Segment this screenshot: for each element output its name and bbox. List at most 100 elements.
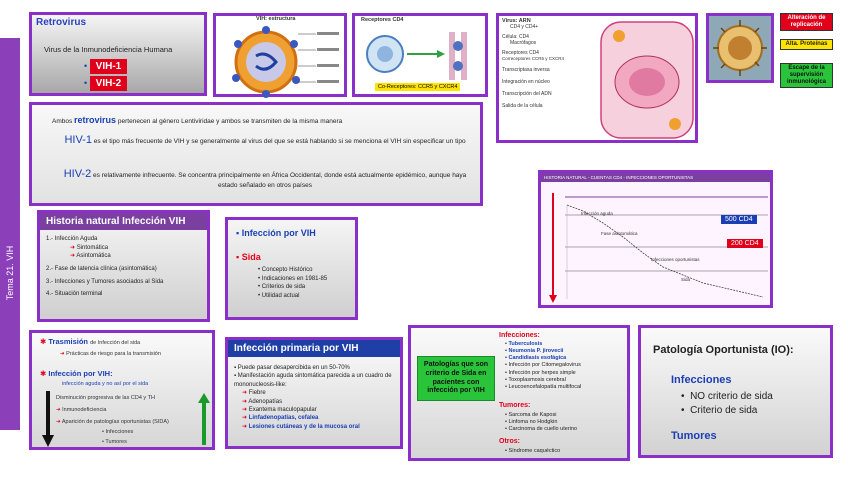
infeccion-vih-sub: infección aguda y no así por el sida [62, 381, 149, 387]
hiv1-label: HIV-1 [64, 134, 92, 146]
historia-title: Historia natural Infección VIH [40, 213, 207, 230]
cycle-item: Salida de la célula [502, 103, 543, 109]
primaria-box: Infección primaria por VIH ▪ Puede pasar… [225, 337, 403, 449]
legend-yellow: Alta. Proteínas [780, 39, 833, 50]
infection-item: • Candidiasis esofágica [505, 355, 567, 362]
infeccion-sida-box: ▪ Infección por VIH ▪ Sida • Concepto Hi… [225, 217, 358, 320]
others-list: • Síndrome caquéctico [505, 448, 560, 454]
cycle-item: Macrófagos [510, 40, 537, 46]
historia-item: 4.- Situación terminal [46, 291, 103, 298]
infections-list: • Tuberculosis • Neumonía P. jirovecii •… [505, 341, 581, 391]
oportunista-box: Patología Oportunista (IO): Infecciones … [638, 325, 833, 458]
tumor-item: • Sarcoma de Kaposi [505, 412, 557, 418]
cd4-decline-chart [549, 193, 768, 303]
receptor-illustration [366, 32, 467, 80]
sida-subitem: • Criterios de sida [258, 284, 306, 291]
retrovirus-title: Retrovirus [36, 17, 87, 28]
sida-subitems: • Concepto Histórico • Indicaciones en 1… [258, 266, 327, 301]
criterio-box: Patologías que son criterio de Sida en p… [408, 325, 630, 461]
hiv1-row: HIV-1 es el tipo más frecuente de VIH y … [60, 133, 470, 148]
cycle-item: Célula: CD4 [502, 34, 529, 40]
retrovirus-subtitle: Virus de la Inmunodeficiencia Humana [44, 45, 173, 54]
infection-item: • Infección por herpes simple [505, 369, 576, 376]
virus-photo [706, 13, 774, 83]
intro-line1-pre: Ambos [52, 118, 73, 125]
primaria-sub: ➜ Adenopatías [242, 398, 283, 405]
primaria-item: ▪ Puede pasar desapercibida en un 50-70% [234, 365, 350, 371]
historia-item-sub: ➜ Asintomática [70, 253, 111, 260]
infeccion-vih-item: ✱ Infección por VIH: [40, 369, 113, 378]
down-arrow-icon [42, 391, 54, 447]
cycle-item-list: Virus: ARN CD4 y CD4+ Célula: CD4 Macróf… [502, 18, 572, 109]
tumor-item: • Linfoma no Hodgkin [505, 419, 558, 426]
vih2-label: VIH-2 [89, 76, 128, 91]
oportunista-infecciones: Infecciones [671, 374, 732, 386]
sidebar: Tema 21. VIH [0, 0, 22, 430]
oportunista-bullet: • NO criterio de sida [681, 391, 773, 402]
legend-green: Escape de la supervisión inmunológica [780, 63, 833, 88]
historia-list: 1.- Infección Aguda ➜ Sintomática ➜ Asin… [46, 235, 163, 299]
primaria-list: ▪ Puede pasar desapercibida en un 50-70%… [234, 364, 400, 431]
tumor-item: • Carcinoma de cuello uterino [505, 426, 577, 433]
chart-title: HISTORIA NATURAL - CUENTAS CD4 - INFECCI… [541, 173, 770, 182]
infection-item: • Neumonía P. jirovecii [505, 348, 564, 355]
hiv2-text: es relativamente infrecuente. Se concent… [93, 172, 467, 189]
others-title: Otros: [499, 438, 520, 445]
virus-structure-image: VIH: estructura [213, 13, 347, 98]
retrovirus-box: Retrovirus Virus de la Inmunodeficiencia… [29, 12, 207, 96]
sidebar-bar: Tema 21. VIH [0, 38, 20, 430]
sida-subitem: • Indicaciones en 1981-85 [258, 275, 328, 282]
intro-line1: Ambos retrovirus pertenecen al género Le… [52, 115, 342, 125]
badge-200: 200 CD4 [727, 239, 763, 248]
cd4-chart-panel: HISTORIA NATURAL - CUENTAS CD4 - INFECCI… [538, 170, 773, 308]
infection-item: • Infección por Citomegalovirus [505, 362, 581, 369]
primaria-sub: ➜ Fiebre [242, 390, 266, 397]
intro-retrovirus-word: retrovirus [74, 115, 117, 125]
virus-photo-illustration [709, 16, 771, 80]
primaria-sub: ➜ Exantema maculopapular [242, 406, 317, 413]
oportunista-title: Patología Oportunista (IO): [653, 344, 794, 356]
sida-subitem: • Concepto Histórico [258, 267, 313, 273]
up-arrow-icon [198, 393, 210, 445]
infections-title: Infecciones: [499, 332, 540, 339]
infection-item: • Tuberculosis [505, 341, 543, 347]
criterio-green-box: Patologías que son criterio de Sida en p… [417, 356, 495, 401]
structure-title: VIH: estructura [256, 16, 296, 22]
cycle-item: Receptores CD4 [502, 50, 539, 56]
legend-red: Alteración de replicación [780, 13, 833, 31]
inmuno-line: ➜ Inmunodeficiencia [56, 407, 107, 413]
replication-cycle-image: Virus: ARN CD4 y CD4+ Célula: CD4 Macróf… [496, 13, 698, 143]
historia-item-sub: ➜ Sintomática [70, 244, 109, 251]
other-item: • Síndrome caquéctico [505, 448, 561, 454]
cd4-decline-line: Disminución progresiva de las CD4 y TH [56, 395, 155, 401]
historia-item: 1.- Infección Aguda [46, 236, 98, 242]
oportunista-bullets: • NO criterio de sida • Criterio de sida [681, 390, 773, 417]
virus-structure-illustration [232, 26, 339, 98]
hiv1-text: es el tipo más frecuente de VIH y se gen… [93, 138, 466, 145]
chart-note: Infecciones oportunistas [651, 257, 700, 262]
oportunista-tumores: Tumores [671, 430, 717, 442]
historia-item: 3.- Infecciones y Tumores asociados al S… [46, 278, 164, 285]
oportunista-bullet: • Criterio de sida [681, 404, 758, 416]
transmision-box: ✱ Trasmisión de Infección del sida ➜ Prá… [29, 330, 215, 450]
chart-note: Fase asintomática [601, 231, 638, 236]
cycle-item: CD4 y CD4+ [510, 24, 539, 30]
cycle-item: Transcriptasa inversa [502, 67, 550, 73]
tumors-title: Tumores: [499, 402, 531, 409]
cycle-item: Correceptores CCR5 y CXCR4 [502, 56, 565, 61]
tumors-list: • Sarcoma de Kaposi • Linfoma no Hodgkin… [505, 412, 577, 433]
hiv2-label: HIV-2 [63, 168, 92, 180]
cycle-item: Virus: ARN [502, 18, 531, 24]
patologias-line: ➜ Aparición de patologías oportunistas (… [56, 419, 169, 425]
infecciones-line: • Infecciones [102, 429, 134, 435]
historia-box: Historia natural Infección VIH 1.- Infec… [37, 210, 210, 322]
intro-line1-post: pertenecen al género Lentiviridae y ambo… [117, 118, 343, 125]
infeccion-item: ▪ Infección por VIH [236, 228, 316, 238]
primaria-item: ▪ Manifestación aguda sintomática pareci… [234, 373, 392, 388]
chart-note: Sida [681, 277, 691, 282]
receptor-caption: Co-Receptores: CCR5 y CXCR4 [375, 83, 461, 91]
badge-500: 500 CD4 [721, 215, 757, 224]
receptor-title: Receptores CD4 [361, 17, 404, 23]
vih1-label: VIH-1 [89, 59, 128, 74]
vih1-item: • VIH-1 [84, 59, 128, 74]
